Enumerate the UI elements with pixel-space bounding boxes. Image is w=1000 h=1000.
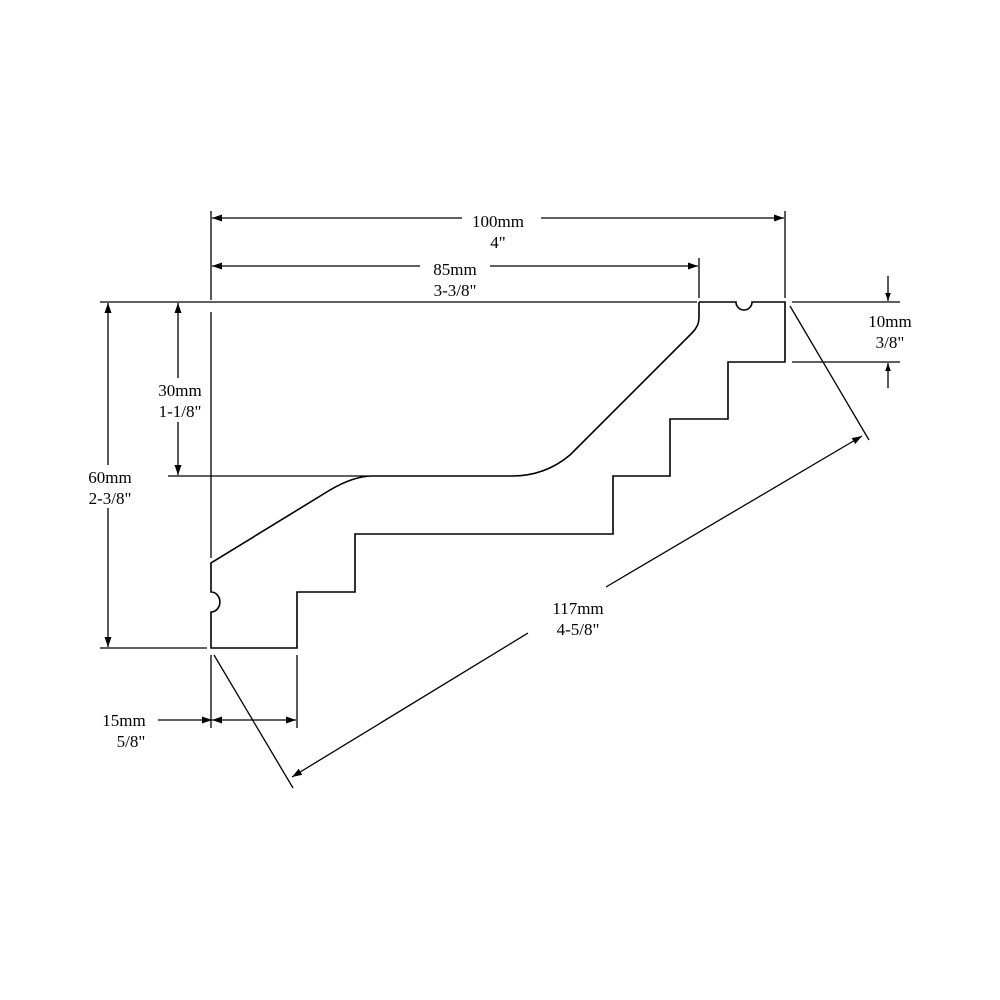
upper-drop-metric: 30mm <box>158 381 201 400</box>
overall-height-imperial: 2-3/8" <box>89 489 132 508</box>
ext-diag-top <box>789 305 870 441</box>
projection-metric: 85mm <box>433 260 476 279</box>
extension-lines <box>100 211 900 789</box>
top-step-imperial: 3/8" <box>876 333 905 352</box>
dimension-labels: 100mm 4" 85mm 3-3/8" 10mm 3/8" 30mm 1-1/… <box>88 212 911 751</box>
bottom-step-metric: 15mm <box>102 711 145 730</box>
dim-face-length-upper <box>605 435 863 588</box>
overall-height-metric: 60mm <box>88 468 131 487</box>
dimension-lines <box>104 214 891 778</box>
overall-width-metric: 100mm <box>472 212 524 231</box>
bottom-step-imperial: 5/8" <box>117 732 146 751</box>
ext-diag-bottom <box>213 654 294 789</box>
moulding-profile <box>210 301 786 649</box>
upper-drop-imperial: 1-1/8" <box>159 402 202 421</box>
dim-face-length-lower <box>291 632 529 778</box>
projection-imperial: 3-3/8" <box>434 281 477 300</box>
overall-width-imperial: 4" <box>490 233 505 252</box>
profile-outline <box>210 301 786 649</box>
face-length-metric: 117mm <box>552 599 603 618</box>
face-length-imperial: 4-5/8" <box>557 620 600 639</box>
top-step-metric: 10mm <box>868 312 911 331</box>
